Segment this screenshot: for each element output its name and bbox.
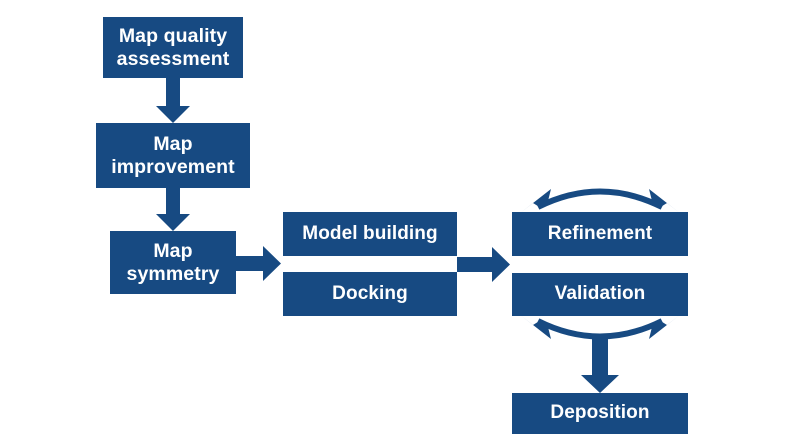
node-label: Map symmetry (126, 239, 220, 285)
arrow-middle-to-right (457, 247, 510, 282)
node-map-improvement[interactable]: Map improvement (96, 123, 250, 188)
node-label: Map quality assessment (116, 24, 230, 70)
arc-top-cycle (519, 188, 681, 214)
arrow-cycle-to-deposition (581, 334, 619, 393)
node-deposition[interactable]: Deposition (512, 393, 688, 434)
arrow-improve-to-symmetry (156, 188, 190, 231)
node-refinement[interactable]: Refinement (512, 212, 688, 256)
node-label: Deposition (550, 402, 650, 424)
node-map-symmetry[interactable]: Map symmetry (110, 231, 236, 294)
arrow-symmetry-to-middle (236, 246, 281, 281)
node-model-building[interactable]: Model building (283, 212, 457, 256)
arc-bottom-cycle (519, 314, 681, 340)
node-map-quality-assessment[interactable]: Map quality assessment (103, 17, 243, 78)
node-label: Map improvement (111, 132, 235, 178)
node-label: Refinement (547, 222, 653, 244)
node-docking[interactable]: Docking (283, 272, 457, 316)
node-label: Docking (332, 282, 408, 304)
node-validation[interactable]: Validation (512, 273, 688, 316)
node-label: Model building (302, 222, 438, 244)
node-label: Validation (554, 283, 646, 305)
arrow-quality-to-improve (156, 78, 190, 123)
